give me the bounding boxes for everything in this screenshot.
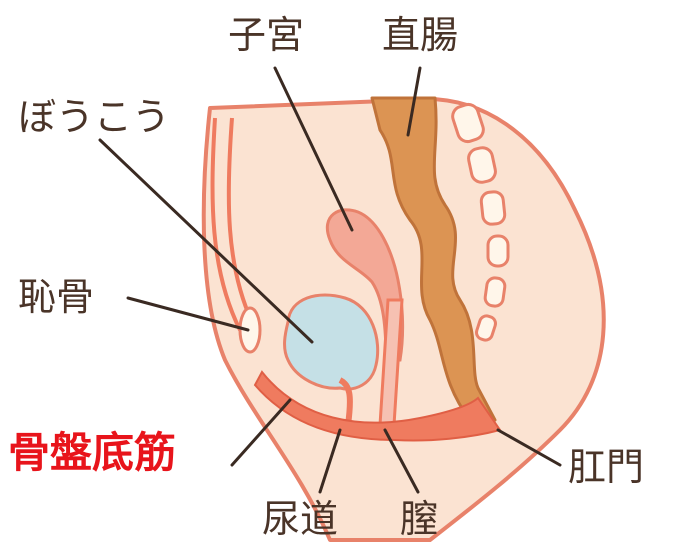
bladder-shape — [285, 295, 378, 389]
label-urethra: 尿道 — [262, 500, 338, 538]
label-uterus: 子宮 — [228, 16, 304, 54]
label-pubic-bone: 恥骨 — [18, 278, 94, 316]
label-bladder: ぼうこう — [18, 98, 170, 136]
label-rectum: 直腸 — [382, 16, 458, 54]
label-vagina: 膣 — [400, 500, 438, 538]
label-anus: 肛門 — [568, 448, 644, 486]
label-pelvic-floor: 骨盤底筋 — [8, 432, 176, 474]
